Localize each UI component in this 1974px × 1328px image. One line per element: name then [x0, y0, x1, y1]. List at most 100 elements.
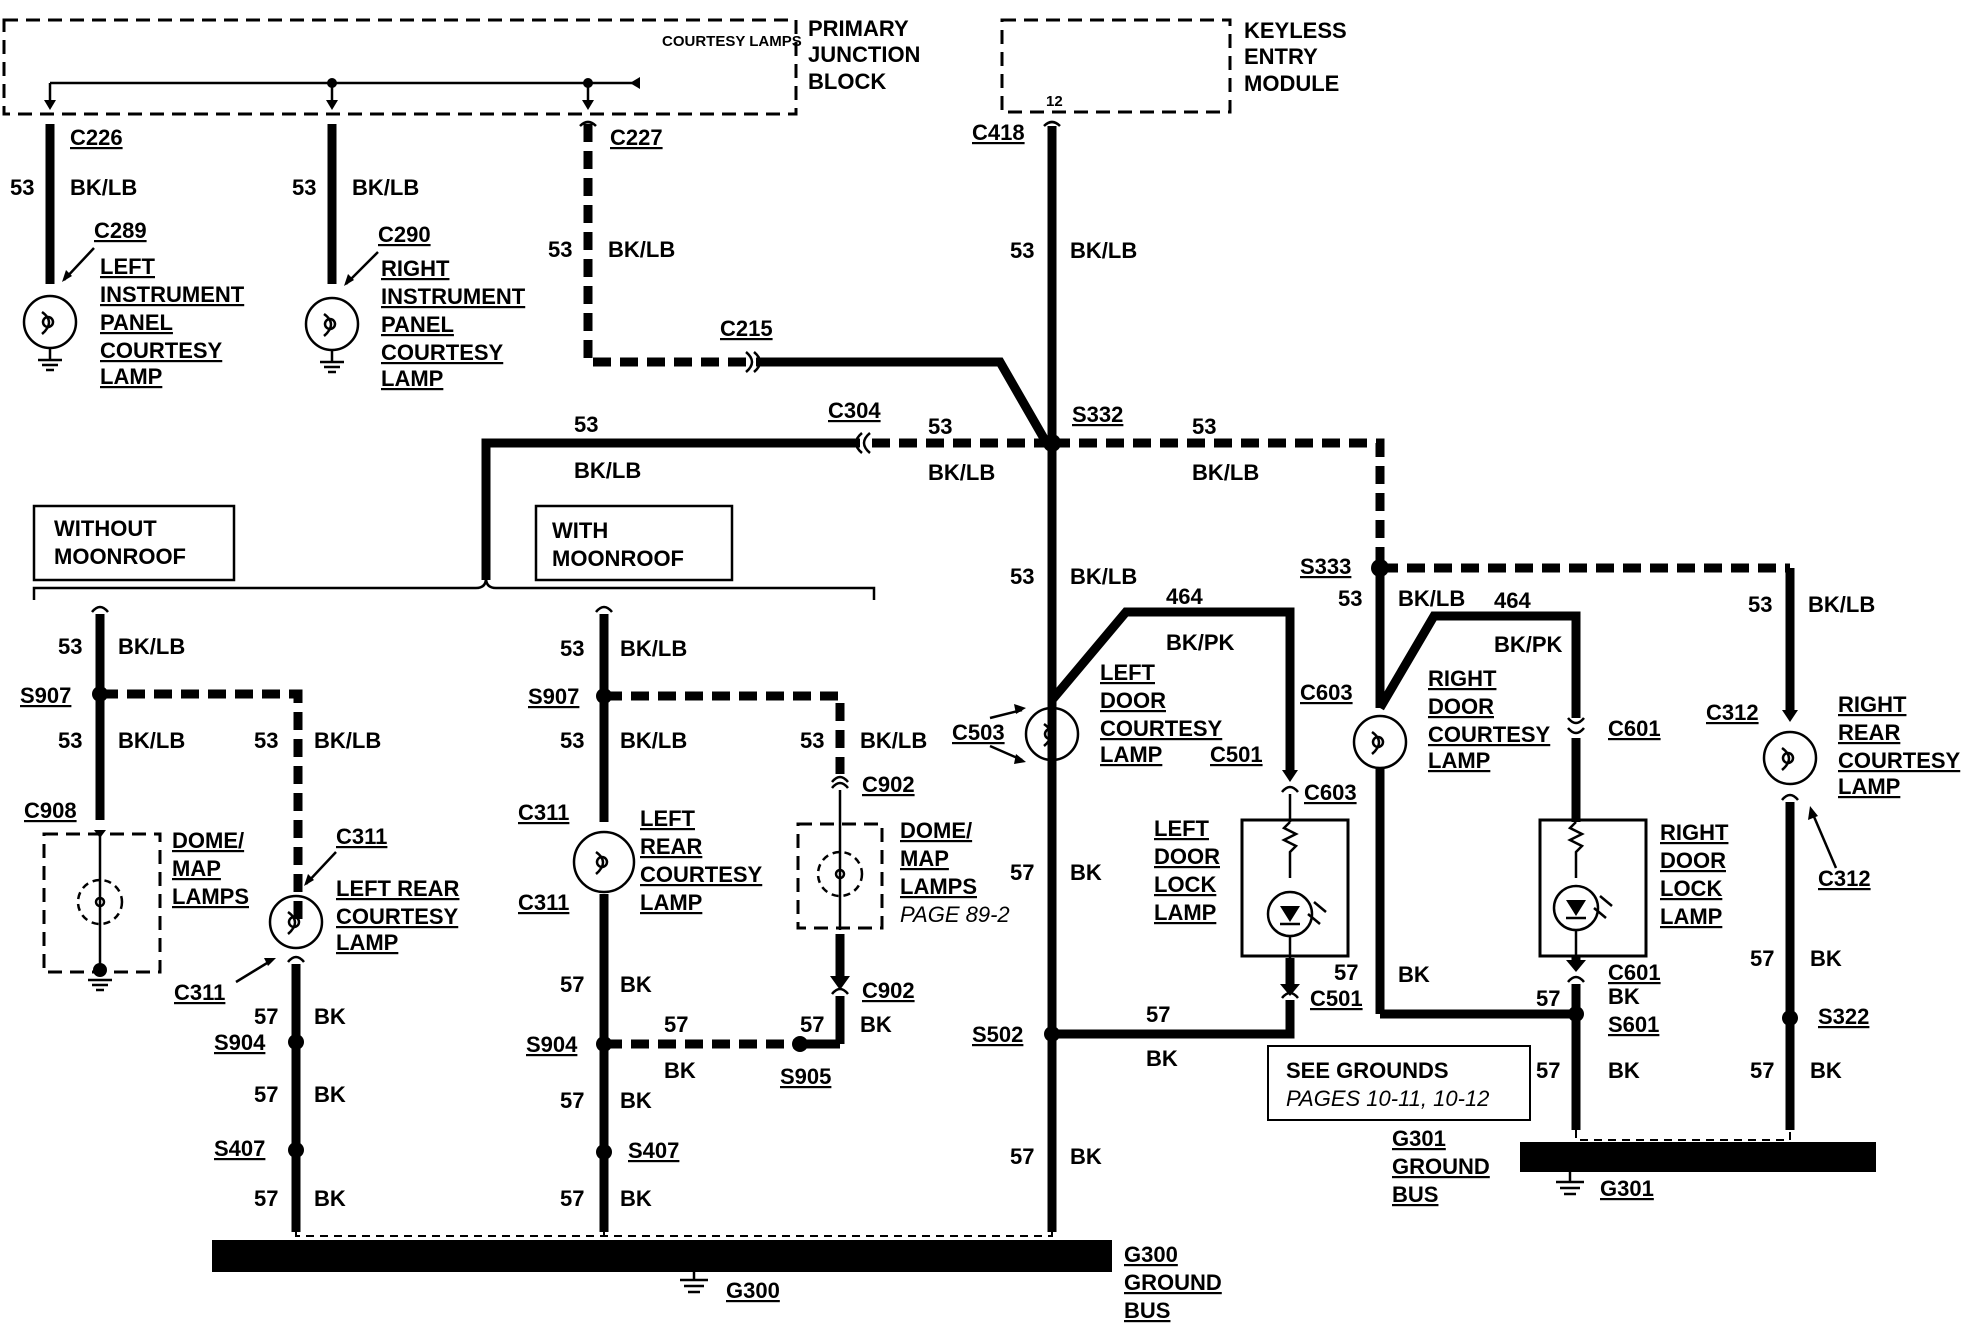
svg-text:COURTESY: COURTESY [381, 340, 504, 365]
svg-text:LEFT: LEFT [1100, 660, 1156, 685]
svg-text:G301: G301 [1600, 1176, 1654, 1201]
svg-text:53: 53 [58, 728, 82, 753]
svg-text:C290: C290 [378, 222, 431, 247]
svg-text:C312: C312 [1818, 866, 1871, 891]
svg-text:53: 53 [58, 634, 82, 659]
left-instrument-panel-courtesy-lamp: LEFT INSTRUMENT PANEL COURTESY LAMP [22, 254, 245, 389]
svg-text:GROUND: GROUND [1392, 1154, 1490, 1179]
svg-text:C226: C226 [70, 125, 123, 150]
svg-text:C603: C603 [1304, 780, 1357, 805]
svg-text:INSTRUMENT: INSTRUMENT [381, 284, 526, 309]
svg-text:57: 57 [800, 1012, 824, 1037]
svg-text:RIGHT: RIGHT [381, 256, 450, 281]
svg-text:BK: BK [620, 972, 652, 997]
svg-text:DOOR: DOOR [1660, 848, 1726, 873]
svg-text:LAMP: LAMP [1660, 904, 1722, 929]
svg-text:C603: C603 [1300, 680, 1353, 705]
svg-text:S905: S905 [780, 1064, 831, 1089]
svg-text:RIGHT: RIGHT [1838, 692, 1907, 717]
svg-text:S407: S407 [628, 1138, 679, 1163]
svg-text:C503: C503 [952, 720, 1005, 745]
svg-text:C311: C311 [518, 890, 569, 915]
svg-text:COURTESY LAMPS: COURTESY LAMPS [662, 33, 802, 50]
svg-text:BK/LB: BK/LB [118, 728, 185, 753]
svg-text:BK: BK [1810, 1058, 1842, 1083]
svg-text:57: 57 [1536, 986, 1560, 1011]
svg-text:BK: BK [860, 1012, 892, 1037]
svg-text:BK/LB: BK/LB [70, 175, 137, 200]
svg-text:57: 57 [664, 1012, 688, 1037]
svg-text:53: 53 [292, 175, 316, 200]
svg-text:BK/LB: BK/LB [1398, 586, 1465, 611]
svg-text:G300: G300 [726, 1278, 780, 1303]
svg-text:C418: C418 [972, 120, 1025, 145]
svg-text:LAMPS: LAMPS [900, 874, 977, 899]
s332-branch-wires [481, 432, 1385, 690]
svg-text:MODULE: MODULE [1244, 71, 1339, 96]
svg-text:COURTESY: COURTESY [100, 338, 223, 363]
svg-text:BK/PK: BK/PK [1166, 630, 1235, 655]
see-grounds-note: SEE GROUNDS PAGES 10-11, 10-12 [1267, 1045, 1531, 1121]
svg-text:BK/LB: BK/LB [314, 728, 381, 753]
svg-text:BK: BK [620, 1186, 652, 1211]
primary-junction-block: COURTESY LAMPS PRIMARY JUNCTION BLOCK [2, 16, 920, 116]
svg-text:57: 57 [1334, 960, 1358, 985]
svg-text:53: 53 [928, 414, 952, 439]
svg-text:12: 12 [1046, 93, 1063, 110]
svg-text:DOME/: DOME/ [900, 818, 972, 843]
svg-text:S407: S407 [214, 1136, 265, 1161]
svg-text:BK/LB: BK/LB [1192, 460, 1259, 485]
svg-text:S907: S907 [20, 683, 71, 708]
top-wires [45, 120, 1061, 445]
svg-text:LOCK: LOCK [1154, 872, 1216, 897]
svg-text:PANEL: PANEL [100, 310, 173, 335]
svg-text:S601: S601 [1608, 1012, 1659, 1037]
svg-text:BK/LB: BK/LB [1808, 592, 1875, 617]
svg-text:GROUND: GROUND [1124, 1270, 1222, 1295]
svg-text:BK/LB: BK/LB [608, 237, 675, 262]
right-instrument-panel-courtesy-lamp: RIGHT INSTRUMENT PANEL COURTESY LAMP [304, 256, 526, 391]
g301-ground-bus: G301 G301 GROUND BUS [1392, 1126, 1876, 1207]
svg-text:BK/LB: BK/LB [620, 636, 687, 661]
svg-text:C501: C501 [1210, 742, 1263, 767]
svg-text:53: 53 [10, 175, 34, 200]
svg-text:INSTRUMENT: INSTRUMENT [100, 282, 245, 307]
svg-text:BK: BK [1398, 962, 1430, 987]
svg-text:S333: S333 [1300, 554, 1351, 579]
g300-ground-bus: G300 G300 GROUND BUS [212, 1232, 1222, 1323]
svg-text:PAGE 89-2: PAGE 89-2 [900, 902, 1010, 927]
svg-text:C311: C311 [336, 824, 387, 849]
svg-text:BK: BK [314, 1082, 346, 1107]
svg-text:57: 57 [1146, 1002, 1170, 1027]
svg-text:S502: S502 [972, 1022, 1023, 1047]
svg-text:57: 57 [560, 972, 584, 997]
svg-text:LAMP: LAMP [1838, 774, 1900, 799]
svg-text:53: 53 [1338, 586, 1362, 611]
svg-text:PAGES 10-11, 10-12: PAGES 10-11, 10-12 [1286, 1086, 1489, 1111]
svg-text:C227: C227 [610, 125, 663, 150]
svg-text:MAP: MAP [172, 856, 221, 881]
svg-text:LAMP: LAMP [336, 930, 398, 955]
svg-text:LAMP: LAMP [1154, 900, 1216, 925]
svg-text:57: 57 [254, 1082, 278, 1107]
svg-text:BK/LB: BK/LB [1070, 564, 1137, 589]
svg-text:REAR: REAR [640, 834, 702, 859]
svg-text:SEE GROUNDS: SEE GROUNDS [1286, 1058, 1449, 1083]
svg-text:C908: C908 [24, 798, 77, 823]
svg-text:COURTESY: COURTESY [1100, 716, 1223, 741]
svg-text:C311: C311 [174, 980, 225, 1005]
svg-text:WITHOUT: WITHOUT [54, 516, 157, 541]
svg-text:53: 53 [560, 728, 584, 753]
svg-text:57: 57 [254, 1186, 278, 1211]
svg-text:LAMPS: LAMPS [172, 884, 249, 909]
svg-text:BK/LB: BK/LB [860, 728, 927, 753]
svg-text:DOOR: DOOR [1428, 694, 1494, 719]
svg-text:53: 53 [1748, 592, 1772, 617]
svg-text:G301: G301 [1392, 1126, 1446, 1151]
svg-text:BK: BK [1608, 984, 1640, 1009]
pjb-label-3: BLOCK [808, 69, 886, 94]
svg-text:BK: BK [664, 1058, 696, 1083]
svg-text:53: 53 [548, 237, 572, 262]
svg-text:MOONROOF: MOONROOF [54, 544, 186, 569]
svg-text:C215: C215 [720, 316, 773, 341]
